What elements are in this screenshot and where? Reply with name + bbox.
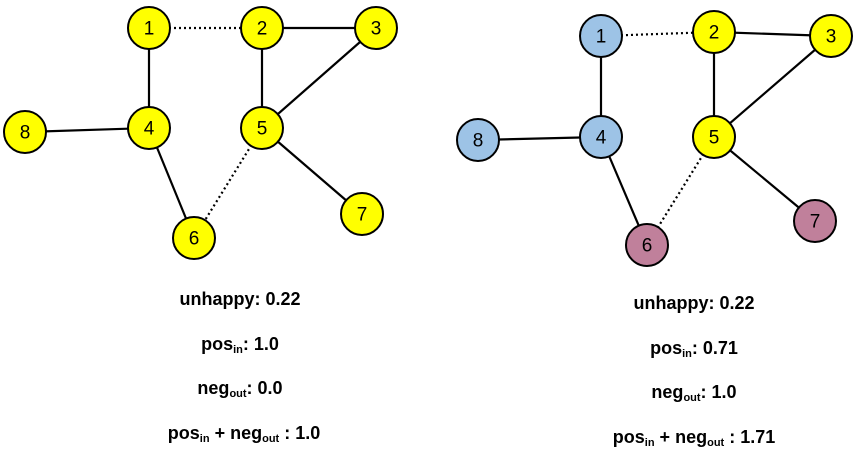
node-circle (127, 6, 171, 50)
sum-pos-subscript: in (199, 433, 210, 445)
sum-value: 1.71 (740, 427, 776, 447)
node-3: 3 (809, 14, 853, 58)
node-5: 5 (240, 106, 284, 150)
node-6: 6 (172, 216, 216, 260)
node-label: 3 (371, 19, 382, 40)
sum-pos-label: pos (167, 423, 200, 443)
sum-metric-right: posin + negout : 1.71 (612, 427, 776, 449)
node-5: 5 (692, 115, 736, 159)
node-circle (579, 115, 623, 159)
sum-value: 1.0 (295, 423, 321, 443)
pos-in-value: 1.0 (253, 334, 279, 354)
node-1: 1 (127, 6, 171, 50)
sum-neg-label: neg (675, 427, 708, 447)
node-label: 1 (144, 19, 155, 40)
unhappy-label: unhappy (633, 293, 709, 313)
pos-in-metric-right: posin: 0.71 (650, 338, 738, 360)
pos-in-metric-left: posin: 1.0 (201, 334, 279, 356)
pos-in-value: 0.71 (702, 338, 738, 358)
node-7: 7 (340, 192, 384, 236)
pos-label: pos (650, 338, 683, 358)
neg-out-metric-left: negout: 0.0 (197, 378, 283, 400)
node-7: 7 (793, 199, 837, 243)
node-label: 4 (144, 119, 155, 140)
node-8: 8 (3, 110, 47, 154)
sum-plus: + (659, 427, 671, 447)
node-label: 4 (596, 128, 607, 149)
node-1: 1 (579, 14, 623, 58)
node-circle (809, 14, 853, 58)
node-circle (692, 10, 736, 54)
unhappy-metric-right: unhappy: 0.22 (633, 293, 755, 313)
node-circle (692, 115, 736, 159)
sum-plus: + (214, 423, 226, 443)
node-label: 3 (826, 27, 837, 48)
edge-3-5 (261, 27, 377, 129)
sum-pos-subscript: in (644, 437, 655, 449)
node-circle (793, 199, 837, 243)
unhappy-label: unhappy (179, 289, 255, 309)
node-circle (354, 6, 398, 50)
neg-subscript: out (229, 388, 247, 400)
edge-3-5 (713, 35, 832, 138)
node-2: 2 (240, 6, 284, 50)
node-circle (3, 110, 47, 154)
node-4: 4 (579, 115, 623, 159)
sum-neg-subscript: out (262, 433, 280, 445)
neg-label: neg (651, 382, 684, 402)
pos-subscript: in (682, 348, 692, 360)
node-circle (240, 6, 284, 50)
neg-label: neg (197, 378, 230, 398)
node-8: 8 (456, 118, 500, 162)
graph-panel-left: 1 2 3 4 5 6 7 8 (3, 6, 398, 260)
unhappy-value: 0.22 (265, 289, 301, 309)
node-3: 3 (354, 6, 398, 50)
node-label: 6 (189, 229, 200, 250)
pos-label: pos (201, 334, 234, 354)
edge-1-2-dotted (600, 30, 715, 38)
unhappy-value: 0.22 (719, 293, 755, 313)
node-circle (172, 216, 216, 260)
neg-subscript: out (683, 392, 701, 404)
node-label: 7 (810, 212, 821, 233)
node-circle (340, 192, 384, 236)
node-circle (456, 118, 500, 162)
node-label: 8 (20, 123, 31, 144)
node-label: 1 (596, 27, 607, 48)
node-circle (240, 106, 284, 150)
node-4: 4 (127, 106, 171, 150)
pos-subscript: in (233, 344, 243, 356)
node-circle (127, 106, 171, 150)
node-circle (625, 223, 669, 267)
node-label: 5 (709, 128, 720, 149)
node-label: 7 (357, 205, 368, 226)
node-6: 6 (625, 223, 669, 267)
node-label: 2 (257, 19, 268, 40)
node-circle (579, 14, 623, 58)
node-label: 8 (473, 131, 484, 152)
unhappy-metric-left: unhappy: 0.22 (179, 289, 301, 309)
node-2: 2 (692, 10, 736, 54)
node-label: 2 (709, 23, 720, 44)
sum-metric-left: posin + negout : 1.0 (167, 423, 321, 445)
neg-out-value: 1.0 (711, 382, 737, 402)
sum-pos-label: pos (612, 427, 645, 447)
neg-out-metric-right: negout: 1.0 (651, 382, 737, 404)
neg-out-value: 0.0 (257, 378, 283, 398)
node-label: 5 (257, 119, 268, 140)
graph-panel-right: 1 2 3 4 5 6 7 8 (456, 10, 853, 267)
sum-neg-label: neg (230, 423, 263, 443)
node-label: 6 (642, 236, 653, 257)
sum-neg-subscript: out (707, 437, 725, 449)
